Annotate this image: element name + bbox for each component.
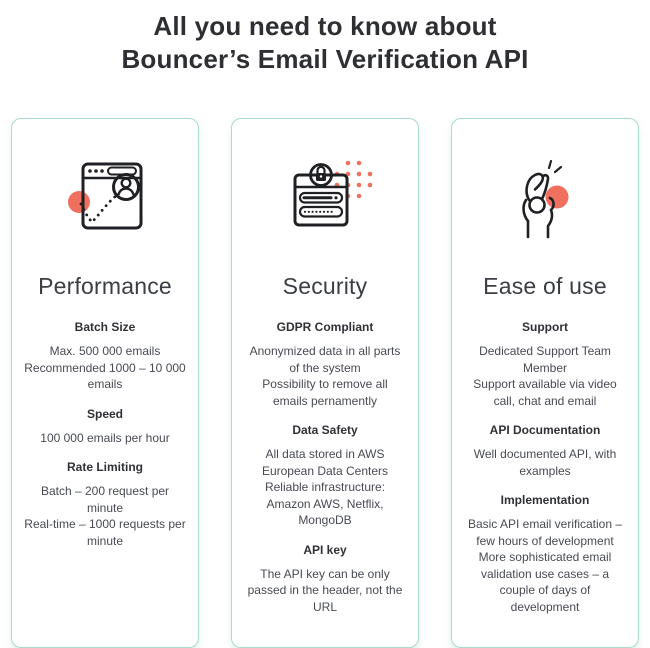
section-body: All data stored in AWS European Data Cen… [261, 447, 389, 527]
section-heading: Speed [86, 406, 123, 421]
card-performance: Performance Batch Size Max. 500 000 emai… [11, 118, 199, 648]
section-heading: Support [522, 320, 568, 334]
section-body: Batch – 200 request per minute Real-time… [24, 484, 186, 548]
section-body: Dedicated Support Team Member Support av… [473, 344, 617, 408]
security-icon-wrap [238, 147, 412, 247]
section-body: Well documented API, with examples [473, 447, 617, 478]
card-ease-of-use: Ease of use Support Dedicated Support Te… [451, 118, 639, 648]
section-body: Anonymized data in all parts of the syst… [249, 344, 401, 408]
section-heading: GDPR Compliant [276, 320, 374, 334]
section-body: 100 000 emails per hour [40, 430, 170, 445]
section-heading: Batch Size [74, 320, 136, 334]
section-body: Basic API email verification – few hours… [467, 517, 623, 614]
ease-of-use-icon-wrap [458, 147, 632, 247]
login-form-lock-icon [293, 160, 373, 227]
feature-cards-row: Performance Batch Size Max. 500 000 emai… [0, 118, 650, 648]
section-heading: Implementation [500, 493, 590, 507]
section-body: The API key can be only passed in the he… [247, 566, 403, 614]
card-security: Security GDPR Compliant Anonymized data … [231, 118, 419, 648]
snap-fingers-icon [522, 159, 569, 239]
card-title-security: Security [282, 273, 368, 299]
section-heading: Data Safety [292, 423, 358, 437]
section-heading: API key [303, 542, 347, 557]
card-title-performance: Performance [38, 273, 172, 299]
performance-icon-wrap [18, 147, 192, 247]
section-heading: API Documentation [489, 423, 601, 437]
page-title: All you need to know about Bouncer’s Ema… [121, 11, 529, 74]
browser-bounce-user-icon [68, 162, 143, 230]
section-heading: Rate Limiting [66, 460, 143, 474]
section-body: Max. 500 000 emails Recommended 1000 – 1… [24, 344, 186, 391]
card-title-ease-of-use: Ease of use [483, 273, 607, 299]
